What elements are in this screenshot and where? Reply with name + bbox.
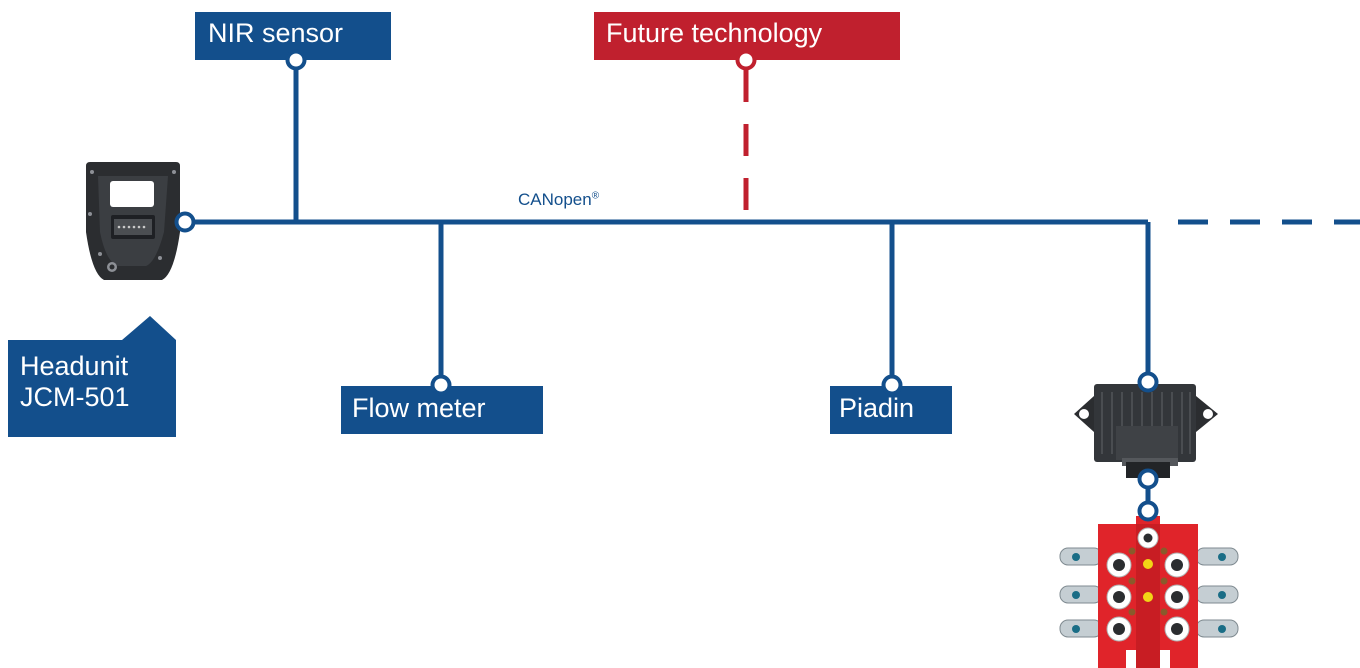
nir-sensor-connector-node [285, 49, 307, 71]
headunit-label-line2: JCM-501 [20, 382, 130, 412]
canopen-bus-label: CANopen® [518, 190, 599, 210]
piadin-label: Piadin [839, 393, 915, 423]
headunit-device-icon [86, 162, 180, 280]
controller-output-connector-node [1137, 468, 1159, 490]
canopen-bus-label-text: CANopen [518, 190, 592, 209]
flow-meter-connector-node [430, 374, 452, 396]
valve-controller-device-icon [1074, 384, 1218, 478]
future-technology-connector-node [735, 49, 757, 71]
hydraulic-valve-block-icon [1059, 516, 1239, 668]
future-technology-label: Future technology [606, 18, 823, 48]
piadin-connector-node [881, 374, 903, 396]
registered-mark: ® [591, 190, 600, 202]
valve-input-connector-node [1137, 500, 1159, 522]
valve-controller-connector-node [1137, 371, 1159, 393]
headunit-label-line1: Headunit [20, 351, 129, 381]
headunit-label-box [8, 316, 176, 437]
flow-meter-label: Flow meter [352, 393, 486, 423]
headunit-connector-node [174, 211, 196, 233]
nir-sensor-label: NIR sensor [208, 18, 344, 48]
